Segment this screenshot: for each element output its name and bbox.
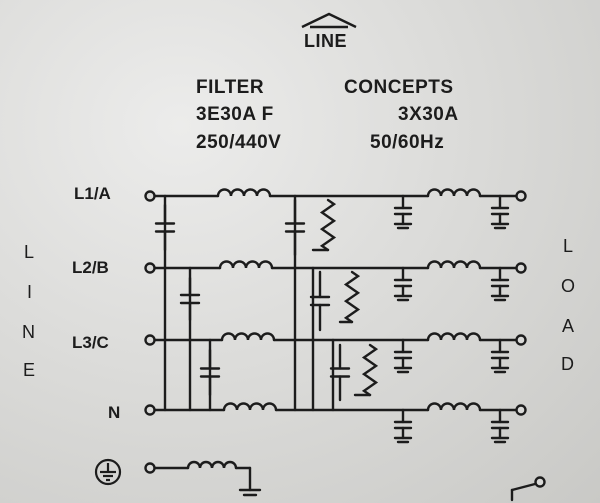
- input-inductor: [218, 260, 274, 270]
- top-line-label: LINE: [304, 31, 348, 51]
- y-capacitor: [490, 194, 510, 230]
- header-model: 3E30A F: [196, 104, 274, 125]
- side-line-letter: I: [27, 282, 33, 302]
- ground-symbol-icon: [94, 458, 122, 486]
- output-inductor: [426, 188, 482, 198]
- y-capacitor: [490, 408, 510, 444]
- y-capacitor: [393, 338, 413, 374]
- header-rating: 3X30A: [398, 104, 459, 125]
- side-line-letter: E: [23, 360, 36, 380]
- y-capacitor: [393, 408, 413, 444]
- side-load-letter: A: [562, 316, 575, 336]
- x-capacitor: [284, 198, 306, 257]
- terminal-label-l2: L2/B: [72, 258, 109, 277]
- header-frequency: 50/60Hz: [370, 132, 445, 153]
- output-terminal: [515, 190, 527, 202]
- x-capacitor: [329, 343, 351, 402]
- terminal-label-l1: L1/A: [74, 184, 111, 203]
- output-terminal: [515, 404, 527, 416]
- side-load-letter: L: [563, 236, 574, 256]
- x-capacitor: [179, 276, 201, 322]
- input-inductor: [220, 332, 276, 342]
- side-load-letter: D: [561, 354, 574, 374]
- input-terminal: [144, 262, 156, 274]
- y-capacitor: [490, 338, 510, 374]
- bleeder-resistor: [319, 198, 337, 252]
- x-capacitor: [199, 348, 221, 397]
- x-capacitor: [309, 270, 331, 332]
- input-terminal: [144, 190, 156, 202]
- input-terminal: [144, 404, 156, 416]
- input-terminal: [144, 334, 156, 346]
- header-filter: FILTER: [196, 77, 265, 98]
- wire: [510, 482, 537, 492]
- ground-terminal: [144, 462, 156, 474]
- header-concepts: CONCEPTS: [344, 77, 454, 98]
- output-inductor: [426, 260, 482, 270]
- y-capacitor: [393, 266, 413, 302]
- side-line-letter: N: [22, 322, 35, 342]
- output-ground-terminal: [534, 476, 546, 488]
- ground-choke: [186, 460, 238, 470]
- input-inductor: [216, 188, 272, 198]
- output-terminal: [515, 334, 527, 346]
- up-arrow-icon: [301, 12, 357, 29]
- y-capacitor: [393, 194, 413, 230]
- terminal-label-n: N: [108, 403, 121, 422]
- input-inductor: [222, 402, 278, 412]
- bleeder-resistor: [343, 270, 361, 324]
- output-terminal: [515, 262, 527, 274]
- header-voltage: 250/440V: [196, 132, 282, 153]
- bleeder-resistor: [361, 343, 379, 397]
- x-capacitor: [154, 203, 176, 252]
- side-line-letter: L: [24, 242, 35, 262]
- output-inductor: [426, 332, 482, 342]
- y-capacitor: [490, 266, 510, 302]
- side-load-letter: O: [561, 276, 576, 296]
- output-inductor: [426, 402, 482, 412]
- terminal-label-l3: L3/C: [72, 333, 109, 352]
